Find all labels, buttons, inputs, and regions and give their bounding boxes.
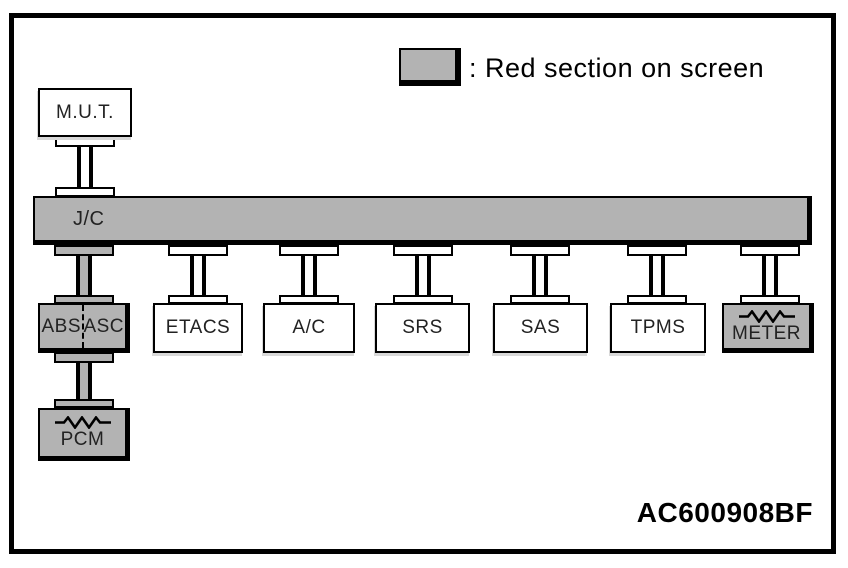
module-label-srs: SRS [402, 317, 443, 338]
connector-stem [649, 256, 665, 295]
module-label-meter: METER [732, 322, 801, 344]
connector-jc-to-srs [393, 245, 453, 304]
mut-tester-label: M.U.T. [56, 101, 114, 123]
module-label-ac: A/C [292, 317, 326, 338]
module-label-abs: ABS [41, 315, 82, 337]
module-label-sas: SAS [520, 317, 561, 338]
connector-stem [76, 363, 92, 399]
legend-gray-swatch-icon [399, 48, 461, 86]
module-label-asc: ASC [83, 315, 125, 337]
resistor-icon [54, 416, 111, 429]
connector-stem [762, 256, 778, 295]
module-box-sas: SAS [493, 303, 588, 353]
module-box-ac: A/C [263, 303, 355, 353]
connector-jc-to-meter [740, 245, 800, 304]
legend-label: : Red section on screen [469, 53, 765, 83]
connector-jc-to-ac [279, 245, 339, 304]
figure-id: AC600908BF [636, 497, 813, 528]
resistor-icon [738, 309, 795, 323]
connector-tab [54, 245, 114, 256]
module-label-tpms: TPMS [630, 317, 686, 338]
module-label-etacs: ETACS [165, 317, 231, 338]
connector-tab [54, 352, 114, 363]
connector-tab [510, 245, 570, 256]
connector-stem [415, 256, 431, 295]
connector-tab [168, 245, 228, 256]
connector-stem [532, 256, 548, 295]
module-box-pcm: PCM [38, 408, 130, 461]
dashed-divider [81, 305, 84, 348]
connector-jc-to-abs-asc [54, 245, 114, 304]
connector-stem [77, 147, 93, 187]
connector-tab [54, 399, 114, 408]
junction-connector-label: J/C [73, 207, 105, 230]
connector-tab [279, 245, 339, 256]
module-box-etacs: ETACS [153, 303, 243, 353]
connector-tab [627, 245, 687, 256]
connector-jc-to-sas [510, 245, 570, 304]
connector-stem [190, 256, 206, 295]
module-box-abs-asc: ABS ASC [38, 303, 130, 353]
connector-abs-to-pcm [54, 352, 114, 408]
module-box-tpms: TPMS [610, 303, 706, 353]
connector-tab [393, 245, 453, 256]
mut-tester-box: M.U.T. [38, 88, 132, 137]
module-box-meter: METER [722, 303, 814, 353]
connector-tab [55, 136, 115, 147]
connector-mut-to-jc [55, 136, 115, 197]
module-box-srs: SRS [375, 303, 470, 353]
connector-stem [76, 256, 92, 295]
module-label-pcm: PCM [60, 429, 105, 450]
connector-stem [301, 256, 317, 295]
connector-tab [740, 245, 800, 256]
connector-tab [55, 187, 115, 197]
connector-jc-to-tpms [627, 245, 687, 304]
connector-jc-to-etacs [168, 245, 228, 304]
junction-connector-bus: J/C [33, 196, 812, 245]
